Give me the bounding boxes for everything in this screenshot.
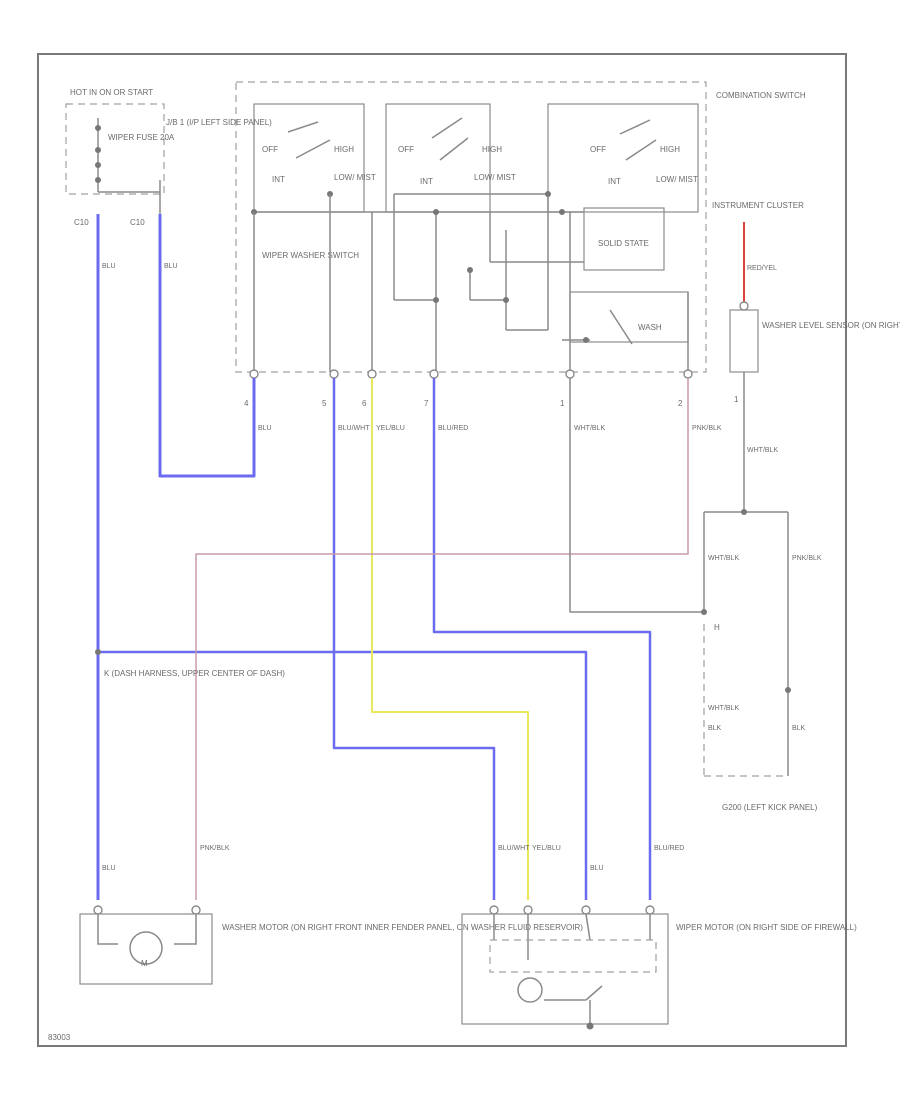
c10-left-label: C10 [74,218,89,227]
diagram-frame [37,53,847,1047]
wire-pink-pin2 [195,378,689,900]
wiper-motor: WIPER MOTOR (ON RIGHT SIDE OF FIREWALL) [461,905,857,1030]
wire-label-blu-3: BLU [258,425,272,432]
wire-label-blu-5: BLU [590,865,604,872]
wire-label-blu-4: BLU [102,865,116,872]
wire-label-blu-7: BLU/WHT [498,845,530,852]
wire-yellow-pin6 [371,378,529,900]
wire-label-red-1: RED/YEL [747,265,777,272]
wire-blue-pin7 [432,378,652,900]
low-mist3-label: LOW/ MIST [656,175,698,184]
wire-blue-pin5 [332,378,496,900]
wire-label-blu-9: BLU/RED [654,845,684,852]
wire-blue-c10 [158,214,256,478]
pin-6-label: 6 [362,399,367,408]
int3-label: INT [608,177,621,186]
washer-motor-m-label: M [141,959,148,968]
off3-label: OFF [590,145,606,154]
int1-label: INT [272,175,285,184]
g200-label: G200 (LEFT KICK PANEL) [722,803,818,812]
low-mist2-label: LOW/ MIST [474,173,516,182]
high3-label: HIGH [660,145,680,154]
h-connector-label: H [714,623,720,632]
wire-label-blu-8: BLU/RED [438,425,468,432]
diagram-id: 83003 [48,1033,71,1042]
washer-switch-label: WASH [638,323,662,332]
wire-label-wht-4: WHT/BLK [747,447,778,454]
low-mist1-label: LOW/ MIST [334,173,376,182]
pin-2-label: 2 [678,399,683,408]
solid-state-label: SOLID STATE [598,239,649,248]
wire-label-pnk-3: PNK/BLK [792,555,822,562]
wiper-motor-symbol [517,977,543,1003]
pin-1-label: 1 [560,399,565,408]
wire-blue-k-branch [98,650,588,900]
pin-7-label: 7 [424,399,429,408]
fuse-box: HOT IN ON OR START WIPER FUSE 20A J/B 1 … [65,88,272,227]
high1-label: HIGH [334,145,354,154]
high2-label: HIGH [482,145,502,154]
wire-label-pnk-2: PNK/BLK [200,845,230,852]
fuse-box-label: J/B 1 (I/P LEFT SIDE PANEL) [166,118,272,127]
combination-switch-label: COMBINATION SWITCH [716,91,806,100]
wire-label-blu-1: BLU [102,263,116,270]
off2-label: OFF [398,145,414,154]
int2-label: INT [420,177,433,186]
wire-label-blu-2: BLU [164,263,178,270]
wire-label-blu-6: BLU/WHT [338,425,370,432]
washer-level-sensor-label: WASHER LEVEL SENSOR (ON RIGHT SIDE OF WA… [762,321,900,330]
wire-label-pnk-1: PNK/BLK [692,425,722,432]
wire-label-yel-1: YEL/BLU [376,425,405,432]
wire-label-wht-3: WHT/BLK [708,555,739,562]
washer-level-sensor: INSTRUMENT CLUSTER RED/YEL WASHER LEVEL … [703,201,900,812]
off1-label: OFF [262,145,278,154]
pin-4-label: 4 [244,399,249,408]
wiper-motor-label: WIPER MOTOR (ON RIGHT SIDE OF FIREWALL) [676,923,857,932]
pin-5-label: 5 [322,399,327,408]
wiper-fuse-label: WIPER FUSE 20A [108,133,175,142]
wiper-washer-switch-label: WIPER WASHER SWITCH [262,251,359,260]
pin-1b-label: 1 [734,395,739,404]
wire-label-wht-1: WHT/BLK [574,425,605,432]
instrument-cluster-label: INSTRUMENT CLUSTER [712,201,804,210]
wire-gray-pin1 [569,378,704,613]
wire-label-blk-1: BLK [708,725,722,732]
solid-state-box [583,207,665,271]
hot-in-on-label: HOT IN ON OR START [70,88,153,97]
combination-switch: COMBINATION SWITCH OFF HIGH INT LOW/ MIS… [235,81,806,408]
wires: BLU BLU BLU BLU/WHT YEL/BLU BLU/RED WHT/… [95,214,747,900]
washer-motor-symbol [129,931,163,965]
wire-label-wht-2: WHT/BLK [708,705,739,712]
washer-motor-label: WASHER MOTOR (ON RIGHT FRONT INNER FENDE… [222,923,583,932]
k-connector-label: K (DASH HARNESS, UPPER CENTER OF DASH) [104,669,285,678]
c10-right-label: C10 [130,218,145,227]
washer-motor: M WASHER MOTOR (ON RIGHT FRONT INNER FEN… [79,905,583,985]
wire-label-yel-2: YEL/BLU [532,845,561,852]
wire-label-blk-2: BLK [792,725,806,732]
